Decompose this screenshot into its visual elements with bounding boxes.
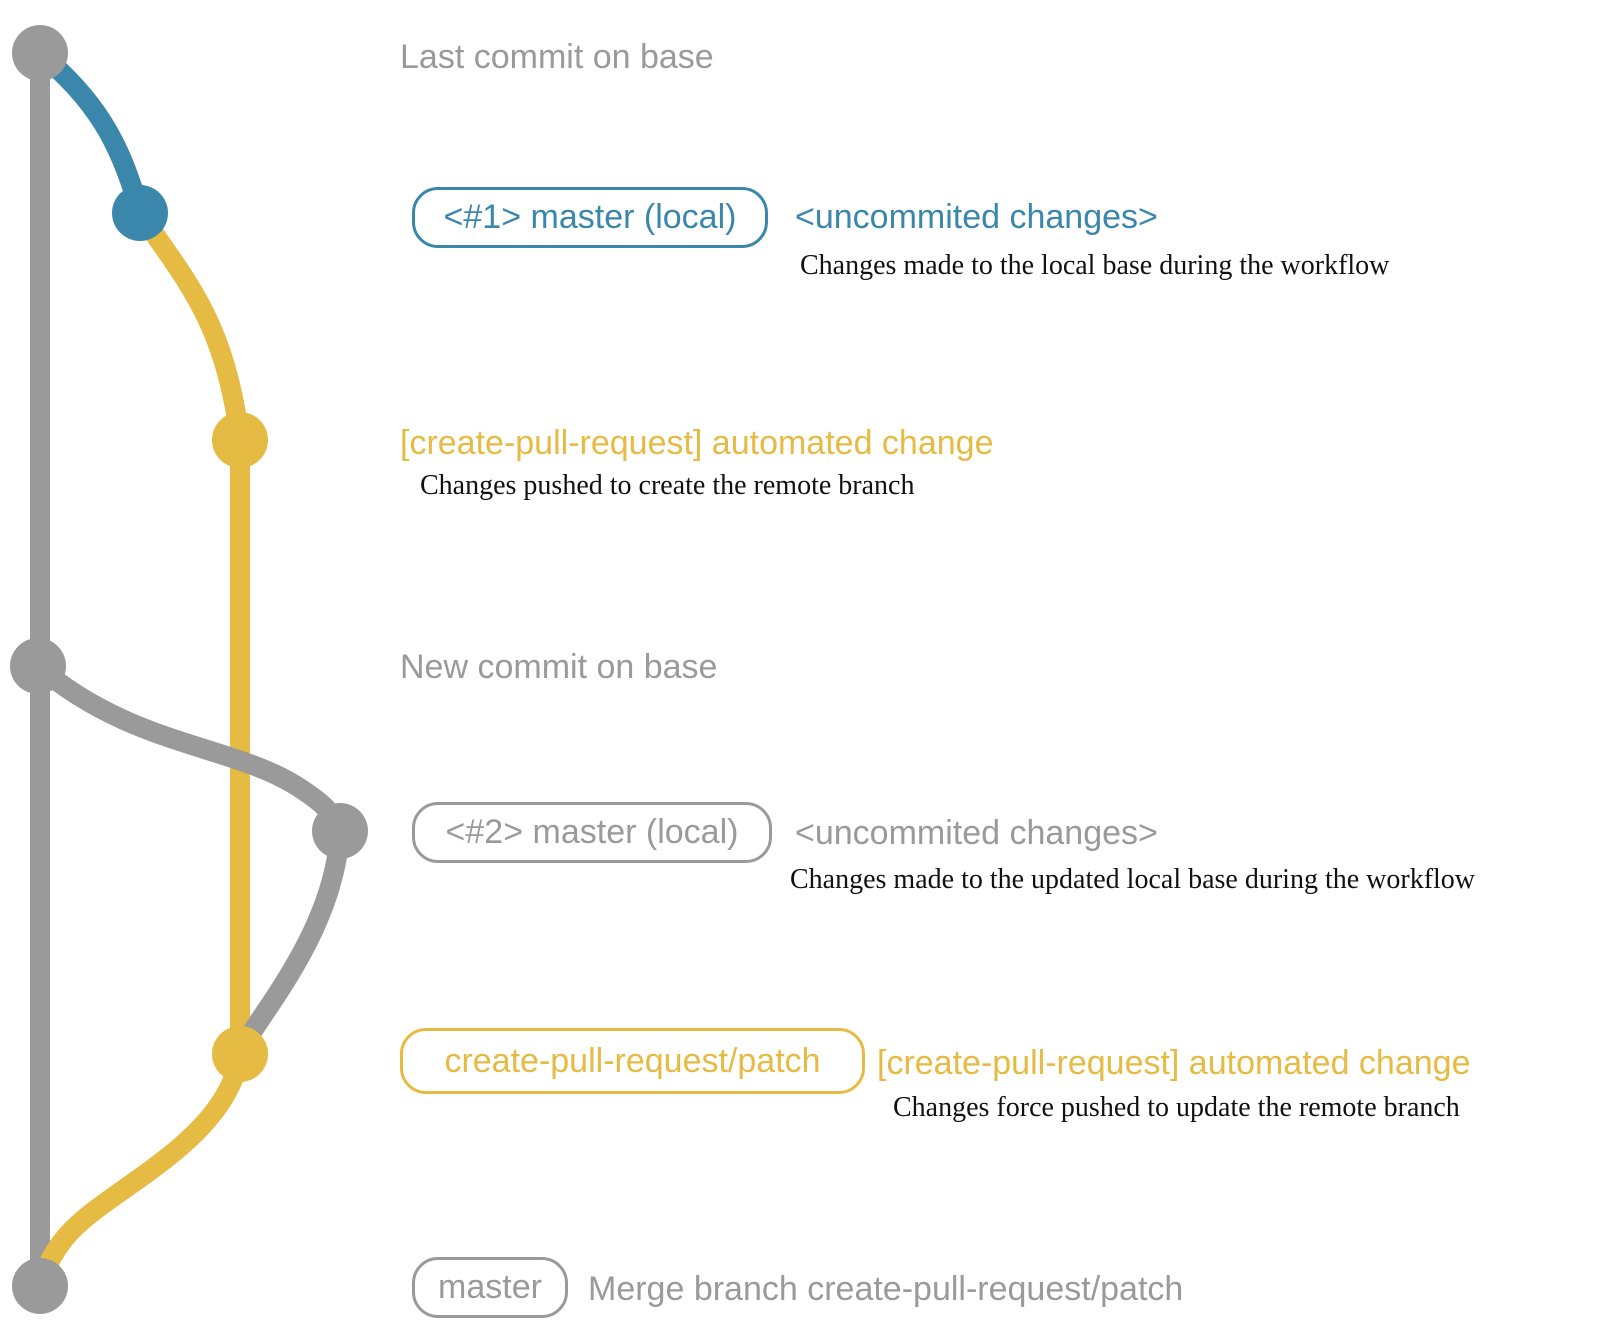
label-new-commit-on-base: New commit on base [400, 648, 718, 686]
badge-master-local-1: <#1> master (local) [412, 187, 768, 248]
local-master-2-merge-curve [230, 821, 350, 1064]
commit-dot-merge [12, 1258, 68, 1314]
desc-local-base-changes-2: Changes made to the updated local base d… [790, 864, 1476, 895]
label-last-commit-on-base: Last commit on base [400, 38, 714, 76]
badge-master: master [412, 1257, 568, 1318]
local-master-1-branch-curve [30, 43, 150, 223]
desc-local-base-changes-1: Changes made to the local base during th… [800, 250, 1390, 281]
commit-dot-last-commit-on-base [12, 25, 68, 81]
label-merge-branch: Merge branch create-pull-request/patch [588, 1270, 1184, 1308]
badge-master-local-1-label: <#1> master (local) [443, 198, 737, 236]
note-uncommitted-changes-2: <uncommited changes> [795, 814, 1158, 852]
badge-master-local-2: <#2> master (local) [412, 802, 772, 863]
label-automated-change-1: [create-pull-request] automated change [400, 424, 994, 462]
commit-dot-patch-branch [212, 412, 268, 468]
badge-master-local-2-label: <#2> master (local) [445, 813, 739, 851]
commit-dot-local-master-2 [312, 803, 368, 859]
badge-patch-branch-label: create-pull-request/patch [444, 1041, 821, 1080]
desc-changes-force-pushed: Changes force pushed to update the remot… [893, 1092, 1460, 1123]
desc-changes-pushed: Changes pushed to create the remote bran… [420, 470, 915, 501]
patch-branch-out-curve [130, 203, 250, 450]
commit-dot-new-commit-on-base [10, 638, 66, 694]
commit-dot-patch-force-pushed [212, 1026, 268, 1082]
local-master-2-branch-curve [28, 656, 350, 841]
patch-merge-curve [30, 1044, 250, 1296]
commit-dot-local-master-1 [112, 185, 168, 241]
label-automated-change-2: [create-pull-request] automated change [877, 1044, 1471, 1082]
badge-patch-branch: create-pull-request/patch [400, 1028, 865, 1094]
note-uncommitted-changes-1: <uncommited changes> [795, 198, 1158, 236]
badge-master-label: master [438, 1268, 542, 1306]
